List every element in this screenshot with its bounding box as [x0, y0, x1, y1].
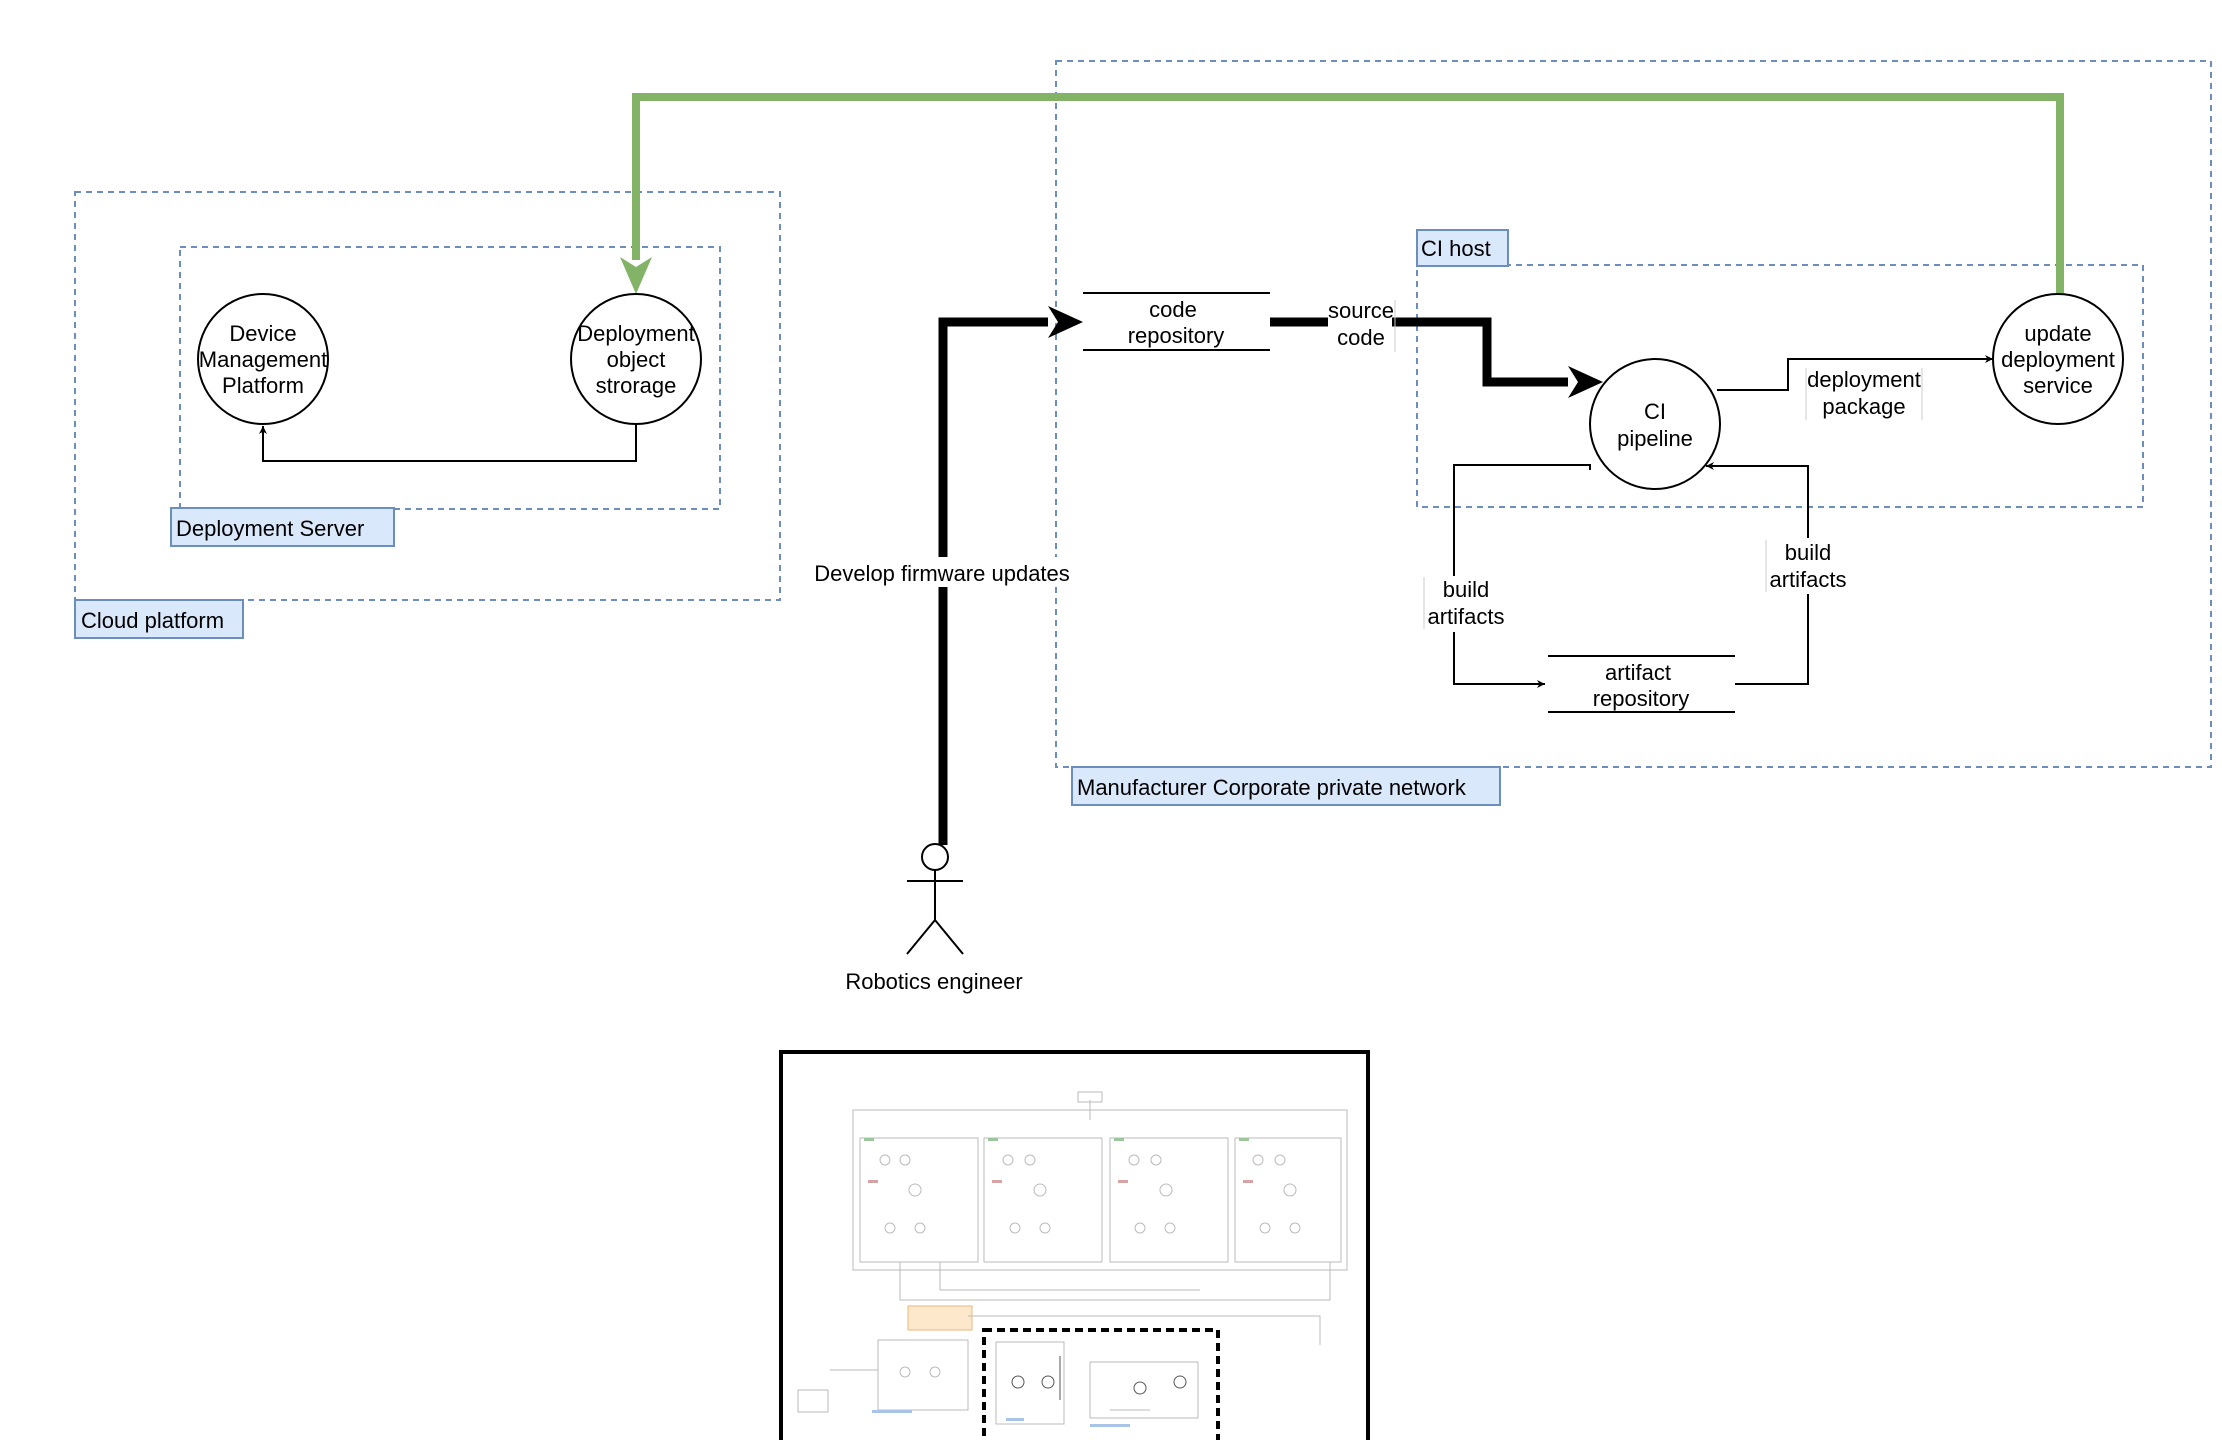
svg-text:Device: Device	[229, 321, 296, 346]
svg-text:artifacts: artifacts	[1427, 604, 1504, 629]
edge-label-build-artifacts-in: build artifacts	[1765, 538, 1850, 594]
ci-host-label: CI host	[1416, 229, 1509, 267]
svg-text:CI host: CI host	[1421, 236, 1491, 261]
edge-label-build-artifacts-out: build artifacts	[1423, 576, 1506, 632]
svg-text:service: service	[2023, 373, 2093, 398]
minimap-viewport-content	[995, 1341, 1199, 1427]
flow-source-code	[1270, 317, 1568, 387]
svg-text:update: update	[2024, 321, 2091, 346]
svg-text:source: source	[1328, 298, 1394, 323]
minimap-thumbnail	[779, 1050, 1370, 1440]
device-management-platform-node: Device Management Platform	[197, 293, 329, 425]
svg-text:repository: repository	[1128, 323, 1225, 348]
svg-text:Platform: Platform	[222, 373, 304, 398]
svg-text:pipeline: pipeline	[1617, 426, 1693, 451]
svg-text:Deployment: Deployment	[577, 321, 694, 346]
deployment-server-label: Deployment Server	[170, 507, 395, 547]
flow-publish-update	[632, 93, 2064, 293]
svg-text:Develop firmware updates: Develop firmware updates	[814, 561, 1070, 586]
corporate-network-label: Manufacturer Corporate private network	[1071, 766, 1501, 806]
cloud-platform-label: Cloud platform	[74, 599, 244, 639]
flow-source-code-arrowhead	[1568, 366, 1603, 398]
svg-text:artifacts: artifacts	[1769, 567, 1846, 592]
svg-text:code: code	[1149, 297, 1197, 322]
minimap-overview-content	[797, 1091, 1348, 1413]
svg-text:build: build	[1443, 577, 1489, 602]
svg-text:object: object	[607, 347, 666, 372]
flow-deployment-package	[1717, 355, 1993, 391]
deployment-server-boundary	[179, 246, 721, 510]
svg-text:Cloud platform: Cloud platform	[81, 608, 224, 633]
robotics-engineer-label: Robotics engineer	[845, 969, 1022, 994]
edge-label-source-code: source code	[1328, 298, 1396, 354]
svg-text:deployment: deployment	[2001, 347, 2115, 372]
svg-text:CI: CI	[1644, 399, 1666, 424]
flow-develop-firmware	[938, 317, 1048, 845]
svg-text:artifact: artifact	[1605, 660, 1671, 685]
edge-label-deployment-package: deployment package	[1805, 367, 1923, 423]
deployment-object-storage-node: Deployment object strorage	[570, 293, 702, 425]
code-repository-store: code repository	[1083, 292, 1270, 351]
flow-storage-to-dmp	[259, 424, 637, 462]
flow-publish-update-arrowhead	[620, 257, 652, 294]
svg-text:Management: Management	[199, 347, 327, 372]
update-deployment-service-node: update deployment service	[1992, 293, 2124, 425]
minimap-viewport[interactable]	[982, 1328, 1220, 1440]
svg-text:repository: repository	[1593, 686, 1690, 711]
svg-text:Deployment Server: Deployment Server	[176, 516, 364, 541]
edge-label-develop: Develop firmware updates	[810, 557, 1074, 587]
robotics-engineer-actor	[906, 843, 964, 955]
ci-host-boundary	[1416, 264, 2144, 508]
svg-text:deployment: deployment	[1807, 367, 1921, 392]
flow-build-artifacts-out	[1453, 464, 1591, 688]
svg-text:build: build	[1785, 540, 1831, 565]
corporate-network-boundary	[1055, 60, 2212, 768]
svg-text:strorage: strorage	[596, 373, 677, 398]
svg-text:Manufacturer Corporate private: Manufacturer Corporate private network	[1077, 775, 1467, 800]
artifact-repository-store: artifact repository	[1548, 655, 1735, 713]
cloud-platform-boundary	[74, 191, 781, 601]
svg-text:package: package	[1822, 394, 1905, 419]
ci-pipeline-node: CI pipeline	[1589, 358, 1721, 490]
svg-text:code: code	[1337, 325, 1385, 350]
flow-develop-arrowhead	[1048, 306, 1083, 338]
